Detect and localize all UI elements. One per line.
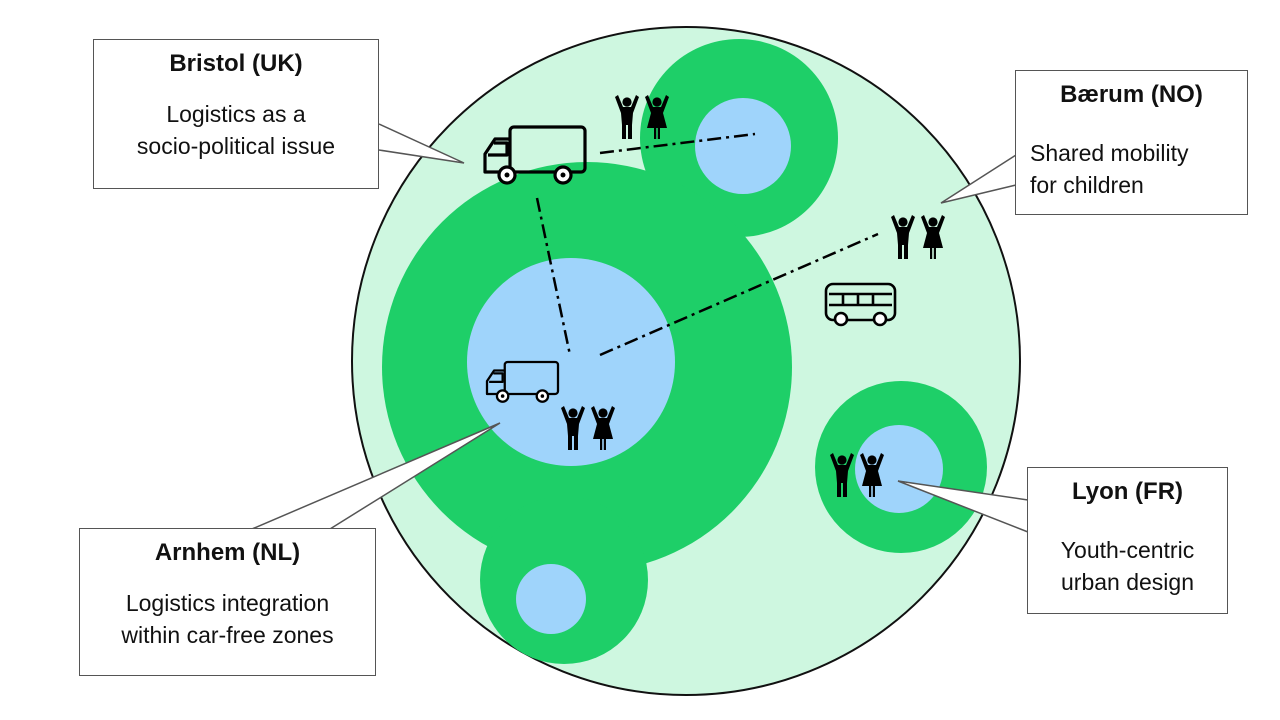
callout-lyon-line1: Youth-centric bbox=[1060, 537, 1195, 563]
callout-baerum-line2: for children bbox=[1030, 172, 1144, 198]
bus-icon bbox=[824, 282, 897, 327]
callout-bristol-description: Logistics as a socio-political issue bbox=[94, 98, 378, 162]
callout-bristol-line2: socio-political issue bbox=[136, 133, 336, 159]
callout-lyon: Lyon (FR) Youth-centric urban design bbox=[1027, 467, 1228, 614]
connectors bbox=[535, 132, 879, 357]
blue-cores bbox=[467, 98, 943, 634]
callout-arnhem: Arnhem (NL) Logistics integration within… bbox=[79, 528, 376, 676]
callout-bristol-title: Bristol (UK) bbox=[169, 50, 303, 77]
callout-bristol: Bristol (UK) Logistics as a socio-politi… bbox=[93, 39, 379, 189]
callout-arnhem-line1: Logistics integration bbox=[125, 590, 330, 616]
callout-arnhem-description: Logistics integration within car-free zo… bbox=[80, 587, 375, 651]
callout-bristol-line1: Logistics as a bbox=[166, 101, 306, 127]
callout-baerum: Bærum (NO) Shared mobility for children bbox=[1015, 70, 1248, 215]
tail-baerum bbox=[940, 154, 1017, 204]
tail-lyon bbox=[897, 480, 1029, 533]
core-south bbox=[516, 564, 586, 634]
tail-bristol bbox=[378, 123, 465, 164]
callout-lyon-line2: urban design bbox=[1061, 569, 1194, 595]
callout-lyon-title: Lyon (FR) bbox=[1071, 478, 1184, 505]
callout-baerum-title: Bærum (NO) bbox=[1060, 81, 1203, 108]
tail-arnhem bbox=[251, 422, 501, 530]
callout-arnhem-line2: within car-free zones bbox=[121, 622, 334, 648]
core-lyon bbox=[855, 425, 943, 513]
callout-baerum-line1: Shared mobility bbox=[1030, 140, 1189, 166]
callout-baerum-description: Shared mobility for children bbox=[1016, 137, 1247, 201]
connector-arnhem-baerum bbox=[599, 232, 879, 357]
core-arnhem bbox=[467, 258, 675, 466]
core-bristol bbox=[695, 98, 791, 194]
callout-lyon-description: Youth-centric urban design bbox=[1028, 534, 1227, 598]
callout-arnhem-title: Arnhem (NL) bbox=[154, 539, 301, 566]
callout-tails bbox=[251, 123, 1029, 533]
